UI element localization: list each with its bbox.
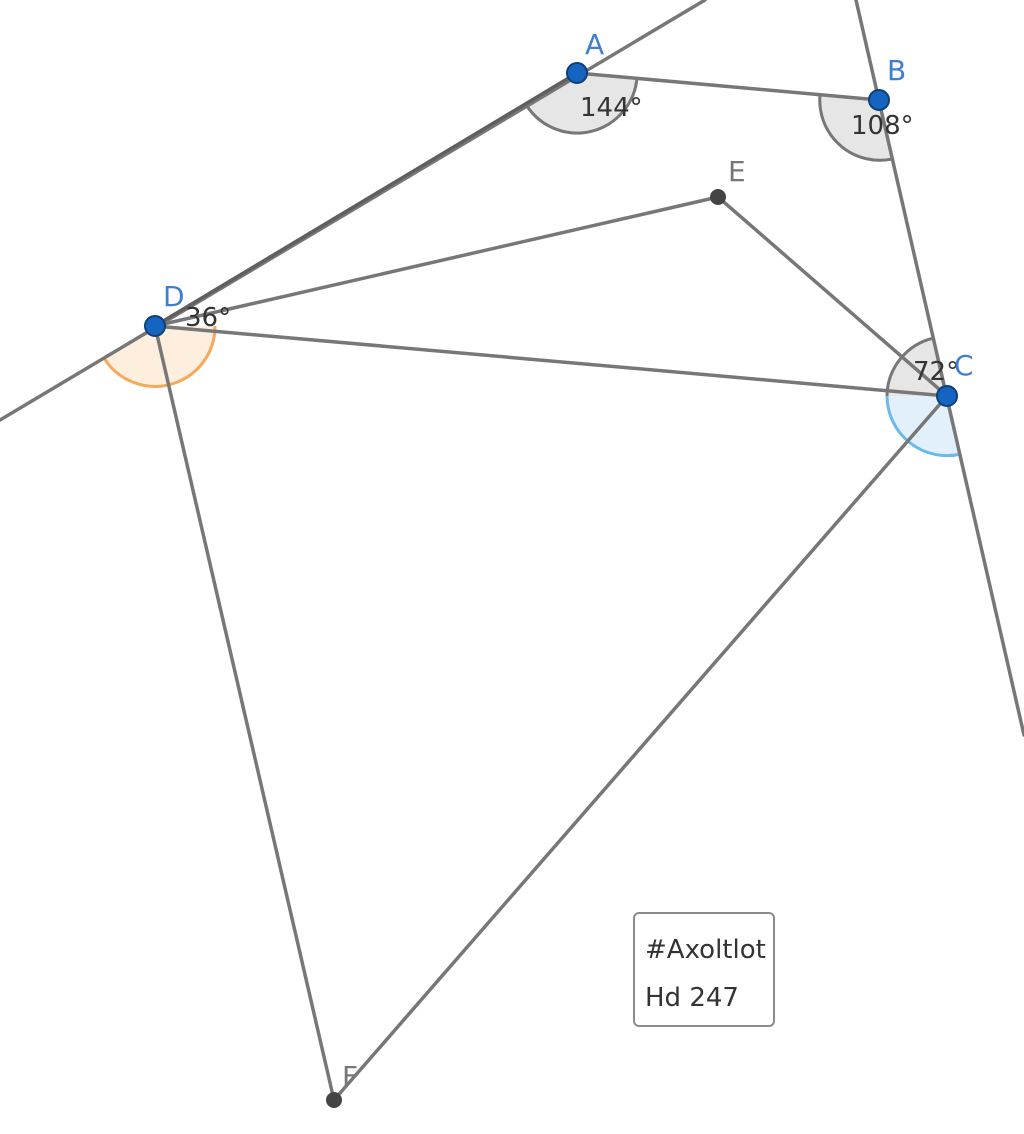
point-label-e: E [728, 155, 746, 188]
point-label-d: D [163, 280, 185, 313]
angle-sector-c-blue [887, 396, 961, 456]
point-label-f: F [342, 1060, 358, 1093]
angle-arc-a [525, 76, 639, 135]
point-e[interactable] [710, 189, 726, 205]
line-ad-extended[interactable] [0, 0, 707, 422]
point-f[interactable] [326, 1092, 342, 1108]
point-label-c: C [954, 349, 974, 382]
angle-label-a: 144° [580, 93, 643, 123]
angle-arc-c-gray [885, 336, 935, 397]
line-bc-extended[interactable] [854, 0, 1024, 737]
segment-de[interactable] [153, 195, 720, 328]
text-box[interactable]: #Axoltlot Hd 247 [633, 912, 775, 1027]
segment-ad[interactable] [153, 71, 579, 328]
text-box-line-2: Hd 247 [645, 983, 739, 1013]
angle-label-b: 108° [851, 111, 914, 141]
text-box-line-1: #Axoltlot [645, 935, 766, 965]
point-d[interactable] [144, 315, 166, 337]
segment-df[interactable] [153, 324, 336, 1102]
point-label-b: B [887, 54, 906, 87]
angle-arc-b [818, 94, 893, 162]
point-label-a: A [585, 28, 604, 61]
angle-label-d: 36° [185, 303, 231, 333]
segment-dc[interactable] [153, 324, 949, 398]
angle-label-c: 72° [913, 357, 959, 387]
segment-ec[interactable] [716, 195, 949, 398]
angle-arc-d [102, 325, 217, 388]
point-b[interactable] [868, 89, 890, 111]
segment-fc[interactable] [332, 394, 949, 1102]
angle-arc-c-blue [885, 395, 962, 458]
angle-sector-b [819, 95, 892, 161]
segment-ab[interactable] [575, 71, 881, 102]
point-a[interactable] [566, 62, 588, 84]
point-c[interactable] [936, 385, 958, 407]
